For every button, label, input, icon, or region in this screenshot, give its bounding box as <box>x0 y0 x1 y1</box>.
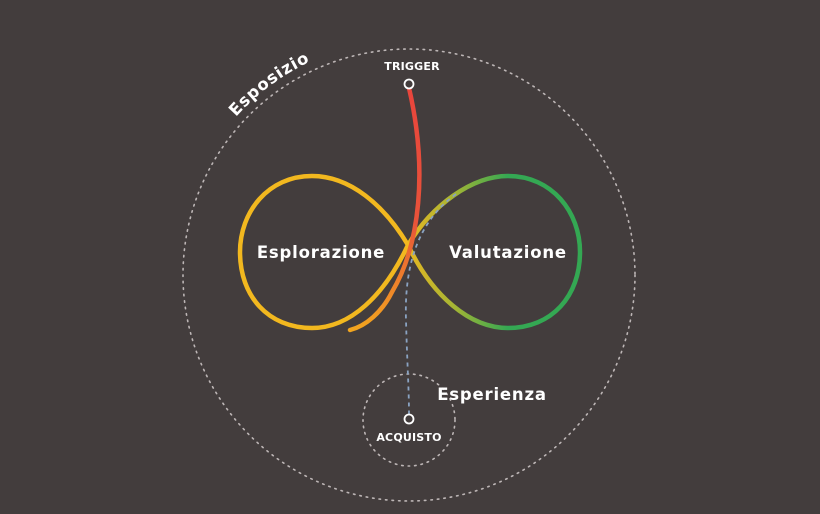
exposure-circle <box>182 48 636 502</box>
purchase-dashed-path <box>404 193 457 415</box>
trigger-node <box>403 78 415 90</box>
evaluation-loop <box>405 173 583 331</box>
evaluation-label: Valutazione <box>449 243 567 262</box>
trigger-path <box>347 85 422 333</box>
purchase-label: ACQUISTO <box>376 431 441 444</box>
exploration-loop <box>237 173 411 331</box>
trigger-label: TRIGGER <box>384 60 440 73</box>
exploration-label: Esplorazione <box>257 243 385 262</box>
exposure-label: Esposizione <box>0 0 312 120</box>
experience-label: Esperienza <box>437 385 547 404</box>
purchase-node <box>403 413 415 425</box>
experience-circle <box>362 373 456 467</box>
